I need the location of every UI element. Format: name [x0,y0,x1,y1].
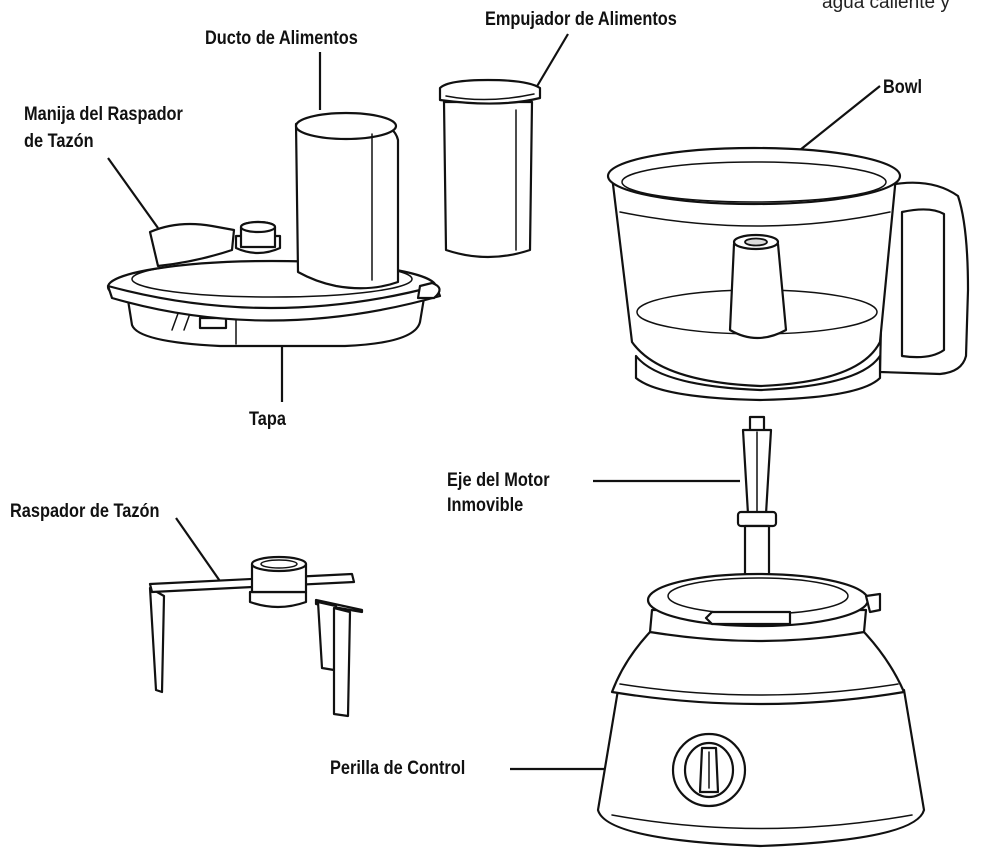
bowl-scraper-illustration [148,555,364,718]
leader-food-pusher [535,33,569,89]
leader-scraper-handle [107,157,159,229]
motor-shaft-illustration [736,415,778,590]
label-bowl-scraper: Raspador de Tazón [10,501,160,522]
label-motor-shaft-line2: Inmovible [447,495,524,516]
label-scraper-handle-line2: de Tazón [24,131,94,152]
leader-bowl [799,85,881,151]
motor-base-illustration [596,572,926,848]
bowl-illustration [606,146,970,402]
label-food-chute: Ducto de Alimentos [205,28,358,49]
label-scraper-handle-line1: Manija del Raspador [24,104,183,125]
label-control-knob: Perilla de Control [330,758,466,779]
food-pusher-illustration [438,78,542,259]
label-lid: Tapa [249,409,286,430]
label-food-pusher: Empujador de Alimentos [485,9,677,30]
leader-bowl-scraper [175,517,223,585]
lid-illustration [106,111,442,348]
label-bowl: Bowl [883,77,923,98]
label-motor-shaft-line1: Eje del Motor [447,470,550,491]
cropped-header-text: agua caliente y [822,0,950,13]
